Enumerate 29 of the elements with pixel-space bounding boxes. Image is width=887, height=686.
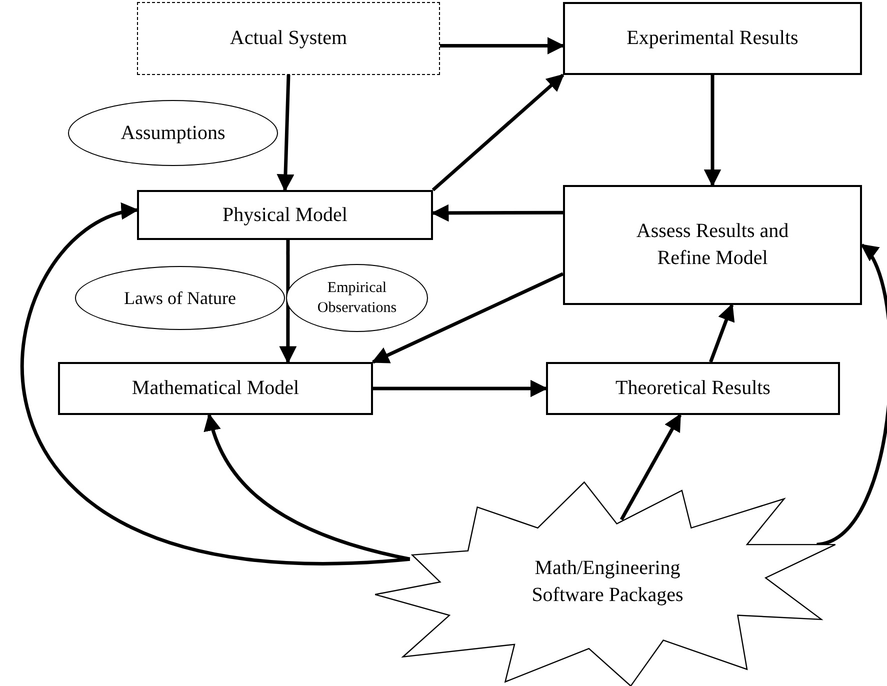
arrow xyxy=(709,303,735,363)
node-label: Assumptions xyxy=(120,120,226,146)
node-label: Empirical Observations xyxy=(316,278,398,318)
arrow xyxy=(279,240,297,364)
arrow xyxy=(373,380,548,398)
process-box xyxy=(137,190,433,240)
process-box xyxy=(563,2,862,75)
node-label: Assess Results and Refine Model xyxy=(635,219,790,271)
arrow xyxy=(276,74,294,192)
arrow xyxy=(371,272,564,364)
arrow xyxy=(816,244,887,546)
arrow xyxy=(431,204,563,222)
node-label: Mathematical Model xyxy=(130,376,300,401)
process-box xyxy=(137,2,440,75)
node-label: Math/Engineering Software Packages xyxy=(530,556,684,608)
process-box xyxy=(58,362,373,415)
arrow xyxy=(620,413,682,520)
arrow xyxy=(204,413,410,561)
arrow xyxy=(704,75,722,187)
arrow xyxy=(440,37,565,55)
node-label: Experimental Results xyxy=(626,26,800,51)
node-label: Theoretical Results xyxy=(614,376,772,401)
process-box xyxy=(546,362,840,415)
node-label: Physical Model xyxy=(222,202,348,228)
process-box xyxy=(563,185,862,305)
arrow xyxy=(432,74,564,192)
node-label: Laws of Nature xyxy=(123,286,237,310)
node-label: Actual System xyxy=(228,26,348,51)
arrow xyxy=(20,206,410,565)
